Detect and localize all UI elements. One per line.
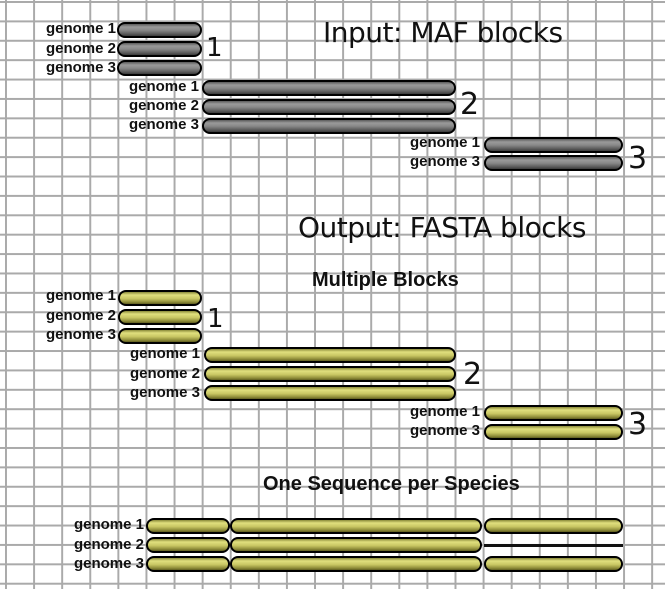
block-number: 2 <box>463 357 483 392</box>
block-number: 2 <box>460 87 480 122</box>
row-label: genome 2 <box>73 536 144 553</box>
sequence-bar <box>484 405 623 421</box>
row-label: genome 1 <box>128 78 199 95</box>
row-label: genome 3 <box>73 555 144 572</box>
row-label: genome 1 <box>409 134 480 151</box>
row-label: genome 2 <box>129 365 200 382</box>
sequence-bar <box>484 155 623 171</box>
block-number: 3 <box>628 141 648 176</box>
row-label: genome 2 <box>45 307 116 324</box>
row-label: genome 3 <box>45 59 116 76</box>
block-number: 1 <box>207 304 224 334</box>
sequence-bar <box>484 424 623 440</box>
sequence-bar <box>117 22 202 38</box>
row-label: genome 3 <box>409 153 480 170</box>
sequence-bar <box>204 366 456 382</box>
row-label: genome 1 <box>45 20 116 37</box>
segment-block-2 <box>230 518 482 534</box>
row-label: genome 2 <box>45 40 116 57</box>
row-label: genome 3 <box>128 116 199 133</box>
sequence-bar <box>118 328 202 344</box>
sequence-bar <box>204 385 456 401</box>
output-title: Output: FASTA blocks <box>298 211 586 244</box>
gap-line <box>484 544 623 547</box>
segment-block-2 <box>230 537 482 553</box>
one-sequence-subtitle: One Sequence per Species <box>263 473 520 495</box>
row-label: genome 3 <box>45 326 116 343</box>
row-label: genome 1 <box>73 516 144 533</box>
block-number: 3 <box>628 407 648 442</box>
sequence-bar <box>118 290 202 306</box>
sequence-bar <box>118 309 202 325</box>
row-label: genome 2 <box>128 97 199 114</box>
segment-block-2 <box>230 556 482 572</box>
sequence-bar <box>204 347 456 363</box>
row-label: genome 3 <box>409 422 480 439</box>
row-label: genome 1 <box>45 287 116 304</box>
segment-block-1 <box>146 556 230 572</box>
multiple-blocks-subtitle: Multiple Blocks <box>312 269 459 291</box>
sequence-bar <box>484 137 623 153</box>
sequence-bar <box>117 60 202 76</box>
row-label: genome 3 <box>129 384 200 401</box>
block-number: 1 <box>206 33 223 63</box>
sequence-bar <box>117 41 202 57</box>
sequence-bar <box>202 99 456 115</box>
row-label: genome 1 <box>409 403 480 420</box>
segment-block-1 <box>146 537 230 553</box>
segment-block-3 <box>484 518 623 534</box>
segment-block-1 <box>146 518 230 534</box>
segment-block-3 <box>484 556 623 572</box>
row-label: genome 1 <box>129 345 200 362</box>
sequence-bar <box>202 80 456 96</box>
input-title: Input: MAF blocks <box>323 16 563 49</box>
sequence-bar <box>202 118 456 134</box>
